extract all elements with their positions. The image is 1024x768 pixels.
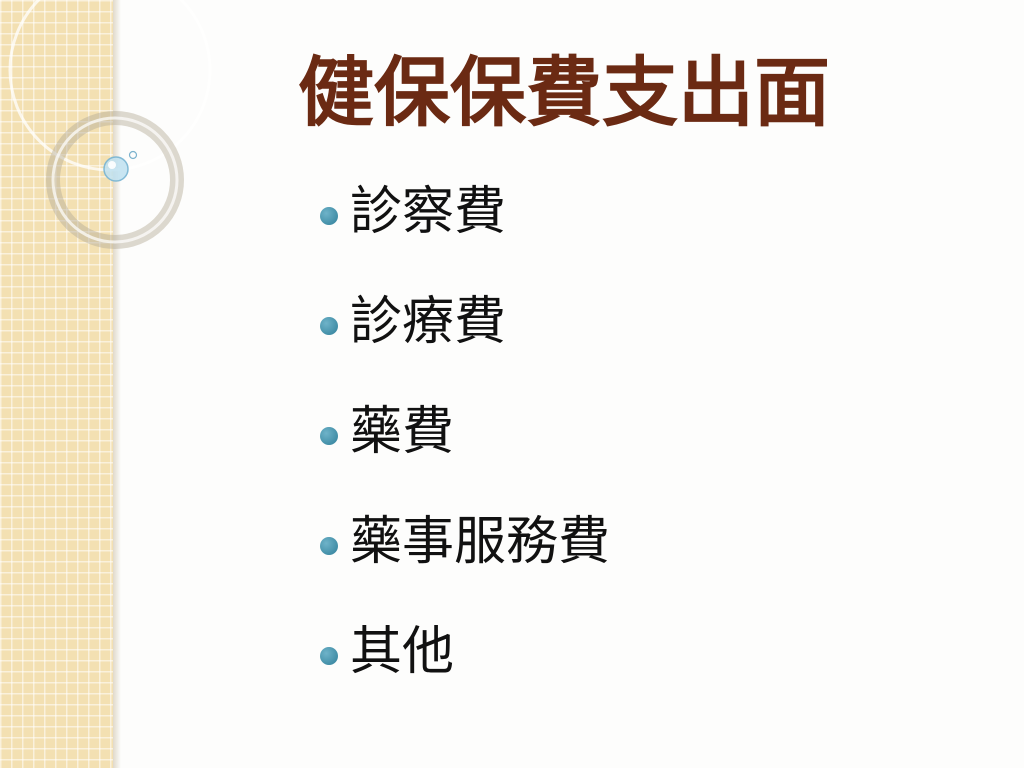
circle-bullet-icon bbox=[320, 537, 338, 555]
list-item: 診療費 bbox=[320, 290, 610, 400]
bullet-text: 藥費 bbox=[350, 402, 455, 462]
circle-bullet-icon bbox=[320, 317, 338, 335]
list-item: 其他 bbox=[320, 620, 610, 730]
list-item: 藥事服務費 bbox=[320, 510, 610, 620]
circle-bullet-icon bbox=[320, 427, 338, 445]
list-item: 診察費 bbox=[320, 180, 610, 290]
bullet-list: 診察費 診療費 藥費 藥事服務費 其他 bbox=[320, 180, 610, 730]
strip-shadow bbox=[113, 0, 121, 768]
list-item: 藥費 bbox=[320, 400, 610, 510]
slide-title: 健保保費支出面 bbox=[298, 48, 830, 137]
circle-bullet-icon bbox=[320, 647, 338, 665]
bullet-text: 其他 bbox=[350, 622, 455, 682]
bullet-text: 診療費 bbox=[350, 292, 507, 352]
circle-bullet-icon bbox=[320, 207, 338, 225]
bullet-text: 診察費 bbox=[350, 182, 507, 242]
ring-decoration-icon bbox=[8, 0, 212, 249]
bullet-text: 藥事服務費 bbox=[350, 512, 611, 572]
side-grid-strip bbox=[0, 0, 113, 768]
